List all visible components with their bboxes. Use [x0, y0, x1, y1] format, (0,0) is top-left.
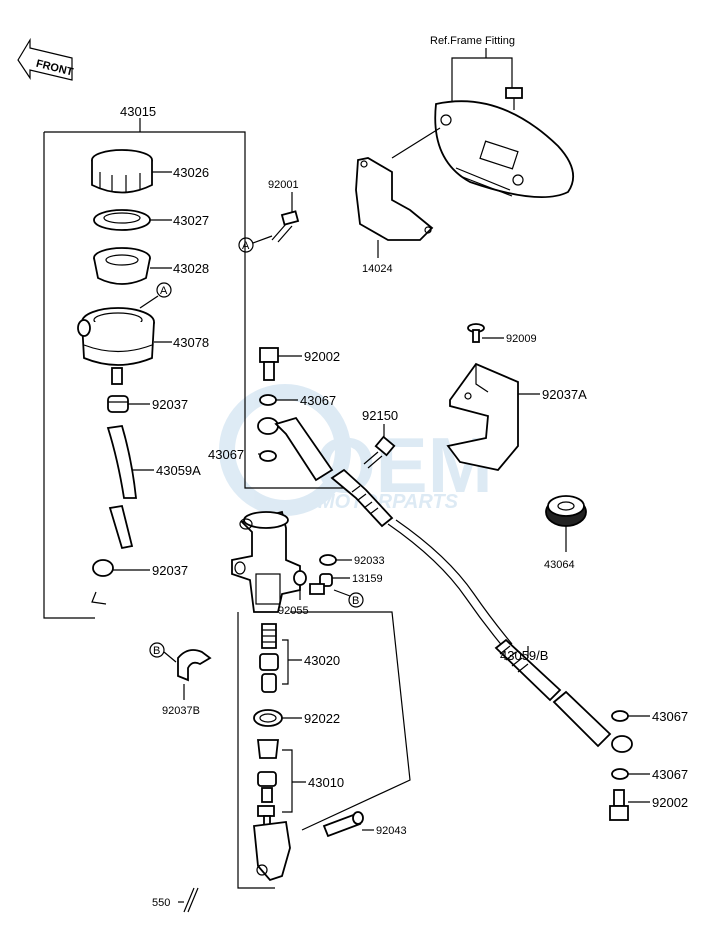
master-cylinder-body [231, 510, 301, 613]
label-43059b: 43059/B [500, 648, 548, 663]
label-92001: 92001 [268, 179, 299, 191]
callout-letter: A [160, 285, 168, 297]
label-43078: 43078 [173, 335, 209, 350]
label-43067-mid: 43067 [208, 447, 244, 462]
spring-piston-43020 [259, 623, 279, 693]
label-92037-bottom: 92037 [152, 563, 188, 578]
washer-top [259, 394, 277, 406]
frame-cover [434, 87, 575, 199]
bolt-92009 [467, 323, 485, 343]
hose-clamp-top [107, 395, 129, 413]
label-92009: 92009 [506, 333, 537, 345]
callout-letter: B [352, 595, 359, 607]
label-43067-top: 43067 [300, 393, 336, 408]
oring-92055 [293, 570, 307, 586]
hose-clamp-bottom [92, 559, 114, 577]
hose-clamp-92037b: B [149, 642, 212, 682]
callout-b-mid: B [333, 589, 364, 608]
label-43028: 43028 [173, 261, 209, 276]
label-43010: 43010 [308, 775, 344, 790]
callout-letter: A [242, 240, 250, 252]
label-92002-top: 92002 [304, 349, 340, 364]
pin-92043 [322, 811, 364, 838]
reservoir-hose [106, 424, 137, 550]
label-43067-r2: 43067 [652, 767, 688, 782]
label-92037b: 92037B [162, 705, 200, 717]
label-92043: 92043 [376, 825, 407, 837]
label-43067-r1: 43067 [652, 709, 688, 724]
circlip-92022 [253, 709, 283, 727]
bracket-92037a [446, 362, 519, 471]
label-43020: 43020 [304, 653, 340, 668]
reservoir-cap [91, 149, 153, 194]
label-92033: 92033 [354, 555, 385, 567]
label-13159: 13159 [352, 573, 383, 585]
washer-mid [259, 450, 277, 462]
label-92037a: 92037A [542, 387, 587, 402]
washer-92033 [319, 554, 337, 566]
banjo-bolt-bottom [609, 789, 629, 821]
label-92055: 92055 [278, 605, 309, 617]
bracket-14024 [355, 157, 434, 241]
label-550: 550 [152, 897, 170, 909]
label-43064: 43064 [544, 559, 575, 571]
washer-r1 [611, 710, 629, 722]
callout-a-top: A [139, 282, 172, 309]
label-ref-frame: Ref.Frame Fitting [430, 35, 515, 47]
label-43027: 43027 [173, 213, 209, 228]
cotter-pin-550 [183, 887, 199, 913]
label-43026: 43026 [173, 165, 209, 180]
washer-r2 [611, 768, 629, 780]
watermark-sub: MOTORPARTS [318, 491, 459, 513]
label-92002-bottom: 92002 [652, 795, 688, 810]
banjo-bolt-top [259, 347, 279, 381]
watermark: OEM MOTORPARTS [219, 384, 493, 516]
reservoir [77, 307, 155, 385]
label-92150: 92150 [362, 408, 398, 423]
label-43015: 43015 [120, 104, 156, 119]
diaphragm-plate [93, 209, 151, 231]
grommet-43064 [545, 495, 587, 527]
bolt-92150 [363, 435, 396, 469]
callout-letter: B [153, 645, 160, 657]
front-arrow-icon: FRONT [17, 37, 75, 81]
reservoir-group-bracket [43, 118, 360, 619]
brake-hose-long [387, 519, 633, 753]
label-92037-top: 92037 [152, 397, 188, 412]
diaphragm [93, 247, 151, 285]
label-14024: 14024 [362, 263, 393, 275]
bolt-92001: A [238, 210, 300, 253]
label-43059a: 43059A [156, 463, 201, 478]
push-rod-43010 [253, 739, 291, 882]
watermark-brand: OEM [315, 421, 493, 509]
elbow-fitting [309, 573, 333, 595]
hose-fitting-top [257, 416, 394, 528]
label-92022: 92022 [304, 711, 340, 726]
